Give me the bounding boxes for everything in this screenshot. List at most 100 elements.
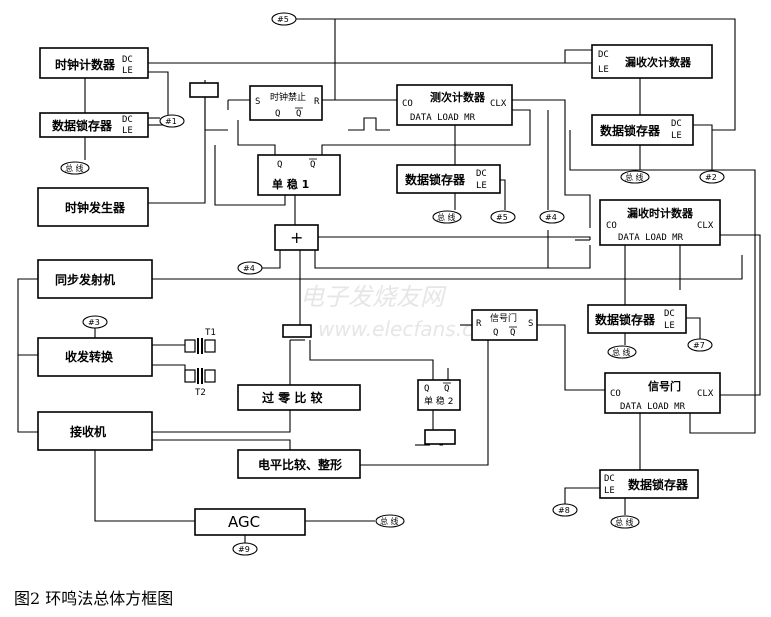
- figure-caption: 图2 环鸣法总体方框图: [14, 589, 173, 608]
- svg-text:Q: Q: [277, 160, 282, 170]
- svg-text:DATA LOAD MR: DATA LOAD MR: [618, 233, 684, 243]
- data-latch-left-label: 数据锁存器: [52, 118, 113, 133]
- t2-label: T2: [195, 388, 206, 398]
- svg-text:LE: LE: [122, 66, 133, 76]
- receiver-block: 接收机: [37, 411, 153, 451]
- svg-text:DC: DC: [122, 115, 133, 125]
- svg-text:R: R: [314, 97, 320, 107]
- receiver-label: 接收机: [70, 424, 106, 439]
- sync-transmitter-block: 同步发射机: [37, 259, 153, 299]
- signal-gate-small-block: R 信号门 S Q Q: [471, 309, 538, 341]
- svg-text:Q: Q: [310, 160, 315, 170]
- miss-count-counter-block: DC LE 漏收次计数器: [591, 44, 713, 79]
- clock-counter-block: 时钟计数器 DC LE: [39, 47, 149, 79]
- terminal-n4-right: #4: [545, 213, 557, 222]
- miss-timer-label: 漏收时计数器: [627, 206, 694, 220]
- signal-gate-small-label: 信号门: [490, 312, 517, 324]
- tx-rx-switch-label: 收发转换: [65, 349, 114, 364]
- terminal-n2: #2: [705, 173, 717, 182]
- agc-label: AGC: [228, 513, 260, 531]
- svg-text:LE: LE: [122, 126, 133, 136]
- svg-text:R: R: [476, 319, 482, 329]
- junction-box-low: [424, 429, 456, 445]
- svg-text:Q: Q: [296, 109, 301, 119]
- terminal-n9: #9: [238, 545, 250, 554]
- clock-generator-label: 时钟发生器: [65, 200, 126, 215]
- monostable-2-label: 单 稳 2: [424, 395, 453, 407]
- data-latch-right-mid-block: 数据锁存器 DC LE: [587, 304, 687, 334]
- svg-text:CLX: CLX: [697, 389, 714, 399]
- watermark-cn: 电子发烧友网: [300, 283, 447, 311]
- svg-text:LE: LE: [664, 321, 675, 331]
- svg-text:CO: CO: [610, 389, 621, 399]
- svg-text:S: S: [528, 319, 533, 329]
- count-counter-block: CO 测次计数器 CLX DATA LOAD MR: [396, 84, 513, 126]
- svg-text:LE: LE: [476, 181, 487, 191]
- svg-text:LE: LE: [604, 486, 615, 496]
- level-compare-block: 电平比较、整形: [237, 449, 361, 479]
- bus-terminal-left: 总 线: [65, 163, 84, 173]
- clock-counter-label: 时钟计数器: [55, 57, 116, 72]
- zero-cross-label: 过 零 比 较: [262, 390, 323, 405]
- terminal-n4-left: #4: [243, 264, 255, 273]
- data-latch-bottom-label: 数据锁存器: [628, 477, 689, 492]
- svg-text:DATA LOAD MR: DATA LOAD MR: [410, 113, 476, 123]
- clock-gate-label: 时钟禁止: [270, 91, 306, 103]
- bus-terminal-agc: 总 线: [380, 516, 399, 526]
- svg-text:Q: Q: [493, 328, 498, 338]
- svg-text:Q: Q: [510, 328, 515, 338]
- monostable-1-label: 单 稳 1: [272, 177, 309, 191]
- terminals: #5 #1 总 线 #2 总 线 总 线 #5 #4 #4 #3 总 线 #7 …: [60, 12, 725, 556]
- tx-rx-switch-block: 收发转换: [37, 337, 153, 377]
- junction-box-mid: [282, 324, 312, 338]
- agc-block: AGC: [194, 508, 306, 536]
- svg-text:LE: LE: [598, 65, 609, 75]
- signal-gate-big-label: 信号门: [648, 379, 681, 393]
- svg-text:DC: DC: [122, 55, 133, 65]
- adder-block: +: [274, 224, 319, 251]
- clock-generator-block: 时钟发生器: [37, 187, 149, 227]
- svg-text:LE: LE: [671, 131, 682, 141]
- t1-label: T1: [205, 328, 216, 338]
- terminal-n5-mid: #5: [496, 213, 508, 222]
- svg-text:CO: CO: [606, 221, 617, 231]
- monostable-2-block: Q Q 单 稳 2: [417, 379, 461, 411]
- svg-text:DC: DC: [664, 309, 675, 319]
- adder-label: +: [290, 228, 303, 247]
- bus-terminal-right-mid: 总 线: [612, 347, 631, 357]
- monostable-1-block: Q Q 单 稳 1: [257, 154, 341, 196]
- data-latch-right-top-block: 数据锁存器 DC LE: [591, 114, 694, 146]
- terminal-n3: #3: [88, 318, 100, 327]
- svg-text:DATA LOAD MR: DATA LOAD MR: [620, 402, 686, 412]
- terminal-n5-top: #5: [277, 15, 289, 24]
- svg-text:DC: DC: [476, 169, 487, 179]
- miss-timer-block: 漏收时计数器 CO CLX DATA LOAD MR: [599, 199, 721, 246]
- svg-text:Q: Q: [444, 384, 449, 394]
- sync-transmitter-label: 同步发射机: [55, 272, 115, 287]
- svg-text:CO: CO: [402, 99, 413, 109]
- terminal-n1: #1: [165, 117, 177, 126]
- zero-cross-block: 过 零 比 较: [237, 384, 361, 411]
- data-latch-right-mid-label: 数据锁存器: [595, 312, 656, 327]
- svg-text:DC: DC: [671, 119, 682, 129]
- junction-box-top: [189, 82, 219, 98]
- svg-text:S: S: [255, 97, 260, 107]
- count-counter-label: 测次计数器: [430, 90, 486, 104]
- terminal-n8: #8: [558, 506, 570, 515]
- bus-terminal-mid: 总 线: [437, 212, 456, 222]
- clock-gate-block: 时钟禁止 S R Q Q: [249, 85, 323, 121]
- data-latch-left-block: 数据锁存器 DC LE: [39, 112, 149, 138]
- terminal-n7: #7: [693, 341, 705, 350]
- bus-terminal-right-top: 总 线: [625, 172, 644, 182]
- transducer-group: T1 T2: [184, 328, 216, 398]
- level-compare-label: 电平比较、整形: [258, 457, 342, 472]
- svg-text:CLX: CLX: [697, 221, 714, 231]
- data-latch-mid-label: 数据锁存器: [405, 172, 466, 187]
- miss-count-counter-label: 漏收次计数器: [625, 55, 692, 69]
- svg-text:Q: Q: [275, 109, 280, 119]
- data-latch-right-top-label: 数据锁存器: [600, 123, 661, 138]
- svg-text:CLX: CLX: [490, 99, 507, 109]
- data-latch-bottom-block: DC LE 数据锁存器: [599, 469, 699, 499]
- signal-gate-big-block: CO 信号门 CLX DATA LOAD MR: [604, 372, 721, 414]
